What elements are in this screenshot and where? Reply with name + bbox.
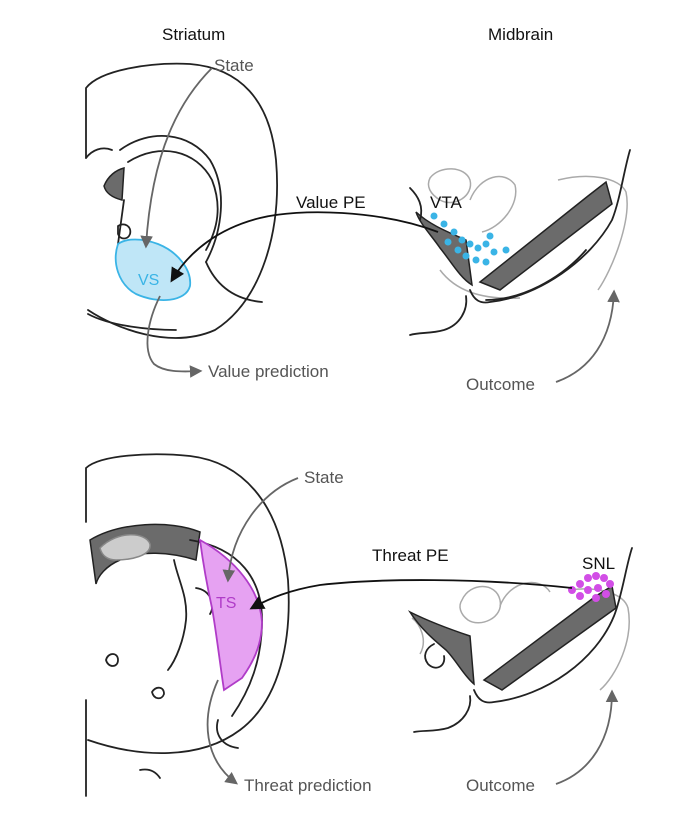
header-midbrain: Midbrain xyxy=(488,25,553,44)
snl-label: SNL xyxy=(582,554,615,573)
threat-pe-arrow xyxy=(249,579,573,610)
bottom-striatum-section xyxy=(85,453,290,797)
value-pe-label: Value PE xyxy=(296,193,366,212)
ts-label: TS xyxy=(216,595,236,612)
top-midbrain-section xyxy=(409,149,631,336)
bottom-state-arrow xyxy=(222,477,299,583)
top-outcome-label: Outcome xyxy=(466,375,535,394)
bottom-threat-prediction-arrow xyxy=(206,679,239,785)
vta-dots xyxy=(430,212,510,266)
top-striatum-section xyxy=(85,62,278,339)
value-pe-arrow xyxy=(170,211,439,283)
snl-dots xyxy=(568,572,614,602)
threat-pe-label: Threat PE xyxy=(372,546,449,565)
bottom-outcome-arrow xyxy=(555,689,619,785)
bottom-state-label: State xyxy=(304,468,344,487)
bottom-threat-prediction-label: Threat prediction xyxy=(244,776,372,795)
top-state-arrow xyxy=(140,67,213,249)
top-value-prediction-label: Value prediction xyxy=(208,362,329,381)
top-value-prediction-arrow xyxy=(146,295,203,378)
vs-label: VS xyxy=(138,272,159,289)
vta-label: VTA xyxy=(430,193,462,212)
bottom-outcome-label: Outcome xyxy=(466,776,535,795)
top-outcome-arrow xyxy=(555,289,620,383)
top-state-label: State xyxy=(214,56,254,75)
header-striatum: Striatum xyxy=(162,25,225,44)
bottom-midbrain-section xyxy=(407,547,633,733)
ts-region xyxy=(198,538,263,692)
